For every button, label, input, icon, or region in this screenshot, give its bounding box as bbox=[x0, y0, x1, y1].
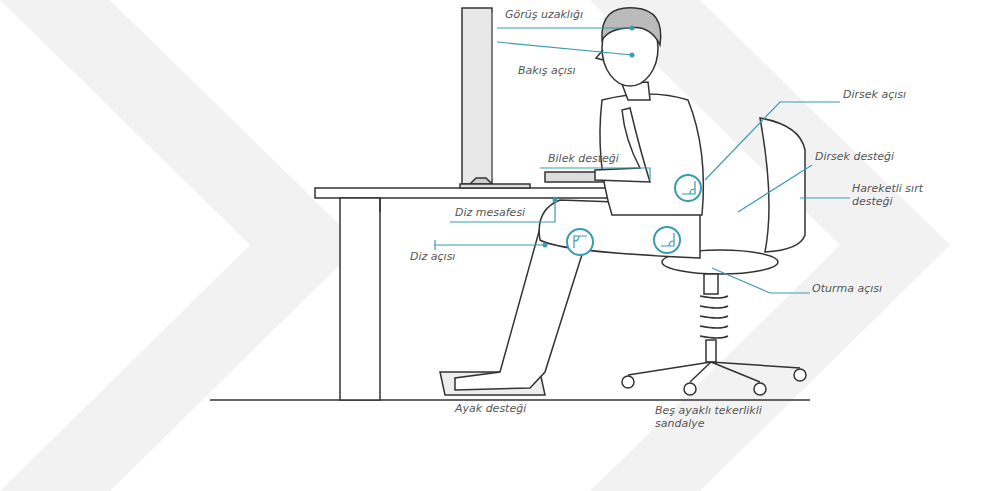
part-label: Hareketli sırt desteği bbox=[852, 182, 930, 208]
floor-line bbox=[210, 399, 810, 401]
part-label: Diz mesafesi bbox=[455, 206, 565, 219]
monitor bbox=[460, 8, 530, 188]
angle-markers bbox=[567, 175, 701, 255]
part-label: Görüş uzaklığı bbox=[505, 8, 635, 21]
part-label: Dirsek desteği bbox=[815, 150, 925, 163]
part-label: Diz açısı bbox=[410, 250, 500, 263]
leader-lines bbox=[435, 28, 850, 293]
part-label: Beş ayaklı tekerlikli sandalye bbox=[655, 404, 790, 430]
part-label: Bilek desteği bbox=[548, 152, 658, 165]
part-label: Ayak desteği bbox=[455, 402, 575, 415]
watermark-chevrons bbox=[0, 0, 950, 491]
leader-dots bbox=[543, 26, 635, 248]
person bbox=[455, 8, 703, 390]
part-label: Bakış açısı bbox=[518, 64, 628, 77]
part-label: Oturma açısı bbox=[812, 282, 922, 295]
part-label: Dirsek açısı bbox=[843, 88, 953, 101]
